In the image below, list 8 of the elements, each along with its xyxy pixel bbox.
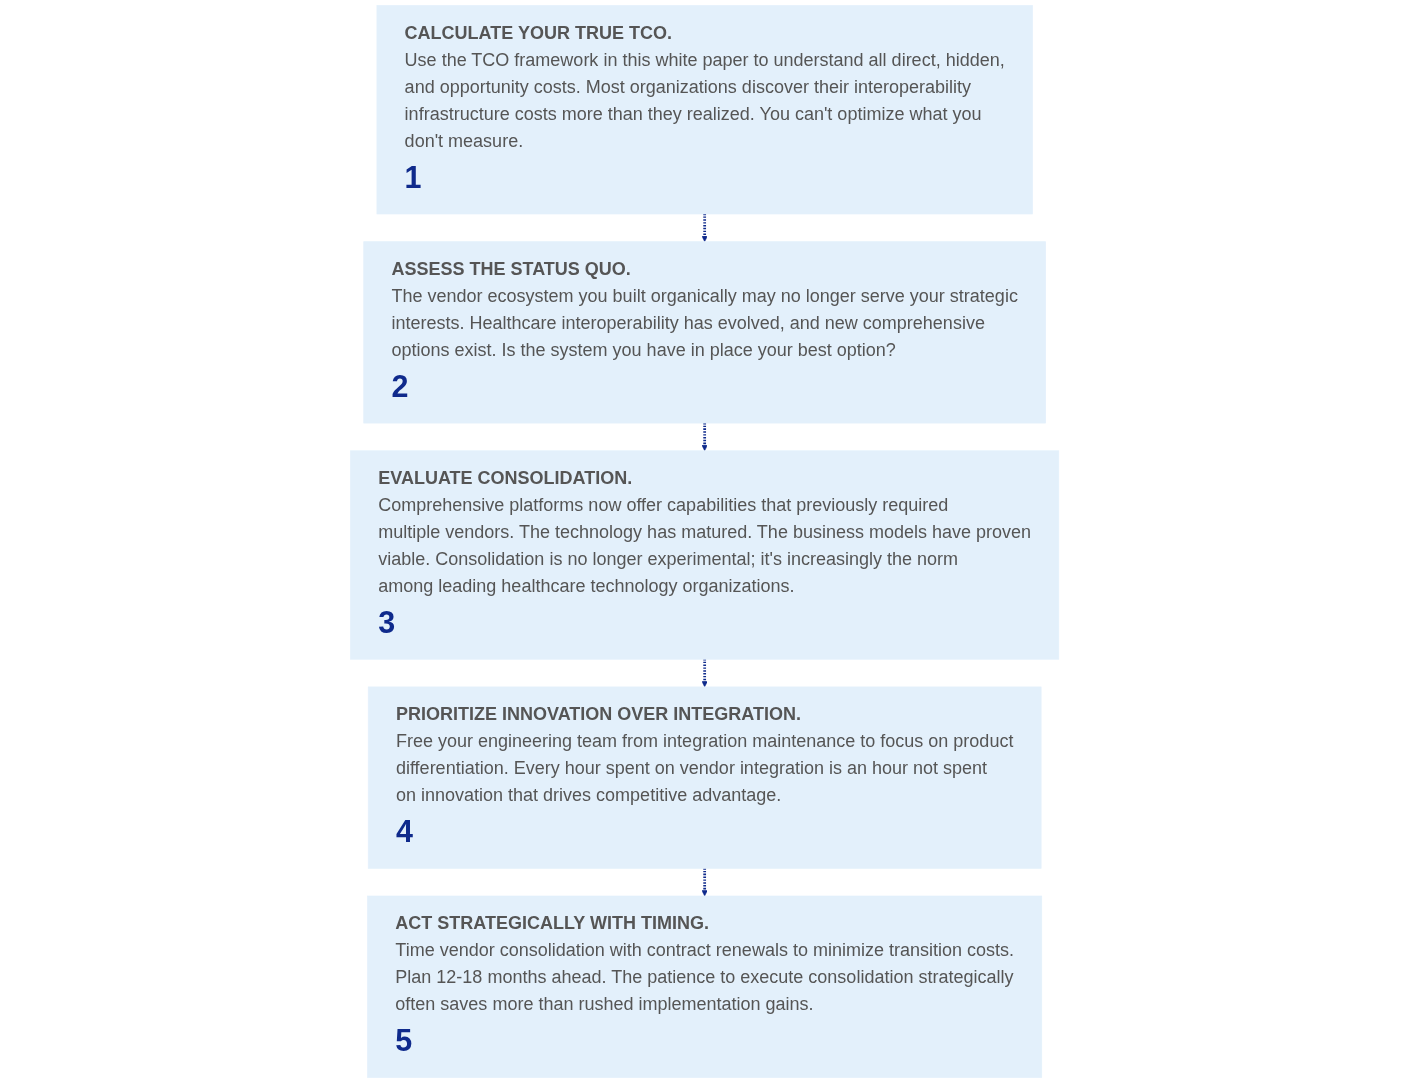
- arrow: [701, 659, 708, 688]
- node-box: CALCULATE YOUR TRUE TCO. Use the TCO framework in this white paper to understand all direct, hidden, and opportunity costs. Most organizations discover their interoperability infrastructure costs more than they realized. You can't optimize what you don't measure. 1: [376, 5, 1033, 215]
- node-box: PRIORITIZE INNOVATION OVER INTEGRATION. Free your engineering team from integration maintenance to focus on product differentiation. Every hour spent on vendor integration is an hour not spent on innovation that drives competitive advantage. 4: [367, 686, 1042, 869]
- node-box: EVALUATE CONSOLIDATION. Comprehensive platforms now offer capabilities that previously required multiple vendors. The technology has matured. The business models have proven viable. Consolidation is no longer experimental; it's increasingly the norm among leading healthcare technology organizations. 3: [350, 450, 1059, 660]
- node-box: ACT STRATEGICALLY WITH TIMING. Time vendor consolidation with contract renewals to minimize transition costs. Plan 12-18 months ahead. The patience to execute consolidation strategically often saves more than rushed implementation gains. 5: [367, 895, 1042, 1078]
- arrow: [701, 423, 708, 452]
- node-box: ASSESS THE STATUS QUO. The vendor ecosystem you built organically may no longer serve your strategic interests. Healthcare interoperability has evolved, and new comprehensive options exist. Is the system you have in place your best option? 2: [363, 241, 1046, 424]
- arrow: [701, 868, 708, 897]
